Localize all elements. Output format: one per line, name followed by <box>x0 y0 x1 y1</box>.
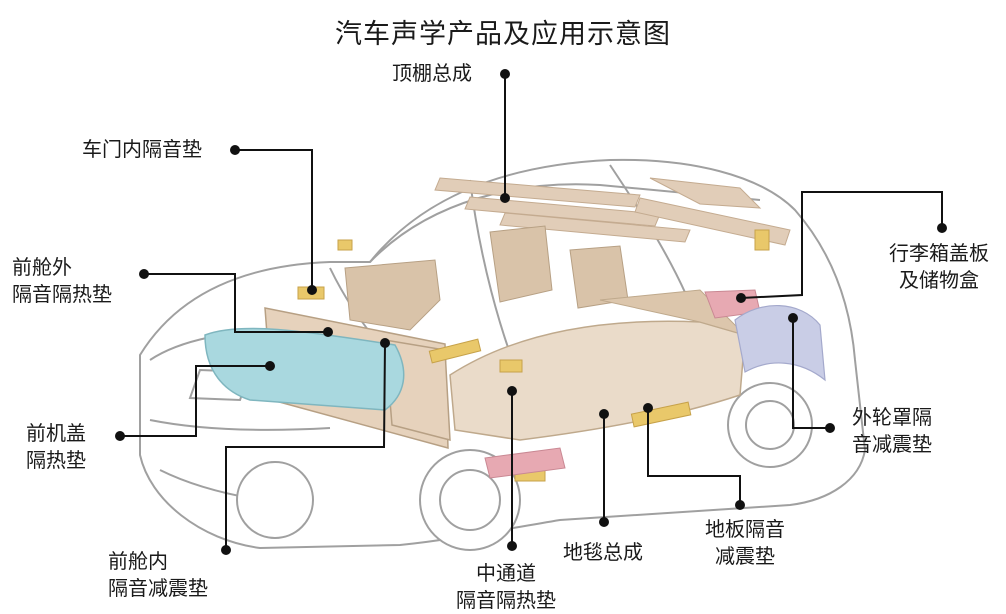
label-front-outer: 前舱外 隔音隔热垫 <box>12 255 112 306</box>
label-tunnel: 中通道 隔音隔热垫 <box>456 561 556 612</box>
label-trunk: 行李箱盖板 及储物盒 <box>889 241 989 292</box>
label-front-inner: 前舱内 隔音减震垫 <box>108 549 208 600</box>
label-wheel-house: 外轮罩隔 音减震垫 <box>852 405 932 456</box>
hood-insulator <box>204 327 405 411</box>
floor-carpet <box>449 320 746 441</box>
door-pads <box>344 225 629 331</box>
leader-dots <box>115 69 947 555</box>
label-hood: 前机盖 隔热垫 <box>26 421 86 472</box>
yellow-insulators <box>297 229 770 482</box>
headliner-pads <box>434 177 791 246</box>
wheel-house-pad <box>734 304 826 382</box>
label-carpet: 地毯总成 <box>563 540 643 564</box>
label-floor: 地板隔音 减震垫 <box>705 517 785 568</box>
label-headliner: 顶棚总成 <box>392 61 472 85</box>
label-door-pad: 车门内隔音垫 <box>82 137 202 161</box>
diagram-title: 汽车声学产品及应用示意图 <box>335 19 671 50</box>
leader-lines <box>120 74 943 550</box>
